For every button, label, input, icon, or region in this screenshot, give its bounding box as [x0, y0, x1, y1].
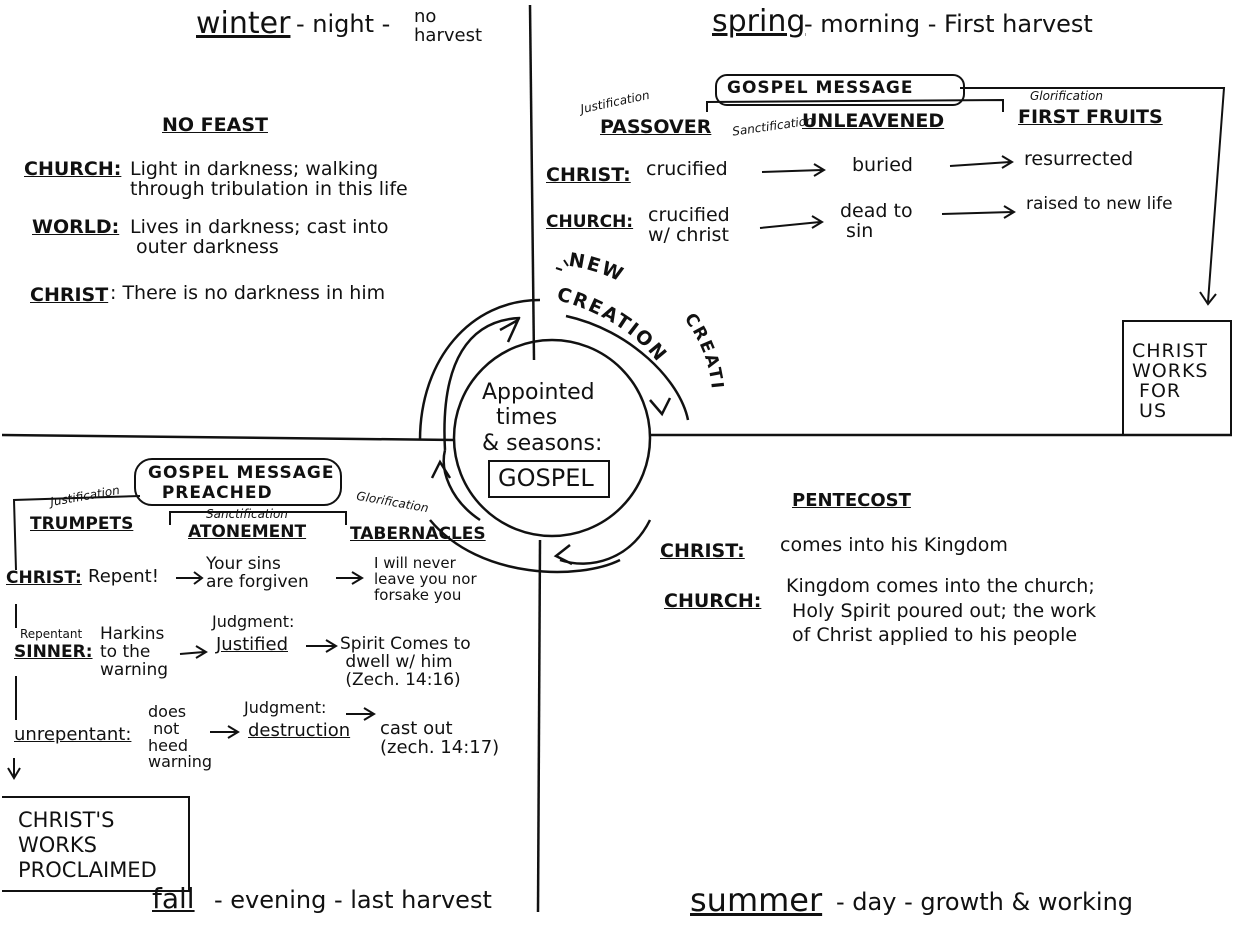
cycle-arc-outer: [442, 314, 690, 565]
spring-church-dead: dead to sin: [840, 200, 913, 242]
spring-gospel-message-box: GOSPEL MESSAGE: [715, 74, 965, 106]
fall-sinner-label: SINNER:: [14, 642, 93, 662]
fall-unrepentant-cast-out: cast out (zech. 14:17): [380, 718, 500, 758]
new-creation-rays: [555, 255, 575, 271]
summer-church-label: CHURCH:: [664, 590, 762, 612]
summer-season-title: summer: [690, 881, 823, 919]
summer-church-text: Kingdom comes into the church; Holy Spir…: [786, 575, 1097, 647]
fall-bracket: [169, 511, 347, 525]
christ-works-for-us-text: CHRIST WORKS FOR US: [1132, 340, 1209, 422]
arrow-judgment-castout: [346, 707, 376, 721]
fall-trumpets: TRUMPETS: [30, 514, 134, 534]
horizontal-axis-left: [1, 433, 456, 442]
summer-christ-label: CHRIST:: [660, 540, 745, 562]
arrow-left: [430, 459, 452, 479]
winter-feast: NO FEAST: [162, 114, 268, 136]
arrow-justified-spirit: [306, 639, 338, 653]
arrow-forgiven-never: [336, 571, 364, 585]
arrow-buried-resurrected: [949, 155, 1014, 169]
fall-gospel-message-box: GOSPEL MESSAGE PREACHED: [134, 458, 342, 506]
spring-christ-buried: buried: [852, 154, 913, 176]
fall-sinner-harkins: Harkins to the warning: [100, 624, 169, 680]
spring-unleavened: UNLEAVENED: [802, 110, 945, 132]
winter-christ-text: : There is no darkness in him: [110, 282, 386, 304]
arrow-crucified-buried: [761, 163, 826, 177]
summer-christ-text: comes into his Kingdom: [780, 534, 1008, 556]
vertical-axis-top: [528, 4, 536, 361]
spring-passover: PASSOVER: [600, 116, 712, 138]
cycle-arc-third: [429, 519, 621, 574]
fall-season-title: fall: [152, 882, 195, 915]
fall-christ-never-leave: I will never leave you nor forsake you: [374, 554, 477, 604]
fall-unrepentant-destruction: destruction: [248, 720, 351, 741]
arrow-top-left: [499, 317, 521, 343]
winter-world-text: Lives in darkness; cast into outer darkn…: [130, 216, 389, 258]
arrow-heed-destruction: [210, 725, 240, 739]
arrow-repent-forgiven: [176, 571, 204, 585]
winter-time: - night -: [296, 10, 391, 38]
fall-sinner-spirit: Spirit Comes to dwell w/ him (Zech. 14:1…: [340, 634, 471, 690]
spring-church-label: CHURCH:: [546, 212, 634, 232]
fall-atonement: ATONEMENT: [188, 522, 307, 542]
spring-church-crucified: crucified w/ christ: [648, 204, 730, 246]
fall-left-down-3: [7, 758, 21, 780]
winter-church-label: CHURCH:: [24, 158, 122, 180]
summer-feast: PENTECOST: [792, 490, 911, 511]
fall-sanctification: Sanctification: [206, 507, 288, 521]
arrow-right: [649, 397, 672, 417]
christs-works-proclaimed-box: CHRIST'S WORKS PROCLAIMED: [2, 796, 190, 892]
spring-time: - morning - First harvest: [804, 10, 1093, 38]
spring-gospel-message: GOSPEL MESSAGE: [727, 78, 914, 98]
center-circle-inner: [452, 338, 652, 538]
fall-sinner-justified: Justified: [216, 634, 288, 655]
arrow-crucified-dead: [759, 215, 824, 229]
spring-glorification: Glorification: [1030, 89, 1103, 103]
arrow-harkins-justified: [179, 645, 208, 659]
winter-harvest: no harvest: [414, 6, 483, 46]
new-creation-label-1: NEW: [567, 249, 628, 287]
fall-gospel-message: GOSPEL MESSAGE PREACHED: [148, 463, 335, 503]
winter-christ-label: CHRIST: [30, 284, 109, 306]
vertical-axis-bottom: [536, 539, 542, 913]
christ-works-for-us-box: CHRIST WORKS FOR US: [1122, 320, 1232, 436]
winter-church-text: Light in darkness; walking through tribu…: [130, 158, 408, 200]
spring-christ-resurrected: resurrected: [1024, 148, 1134, 170]
fall-christ-forgiven: Your sins are forgiven: [206, 554, 309, 592]
christs-works-proclaimed-text: CHRIST'S WORKS PROCLAIMED: [18, 808, 157, 883]
spring-first-fruits: FIRST FRUITS: [1018, 106, 1163, 128]
fall-unrepentant-heed: does not heed warning: [148, 702, 213, 772]
spring-line-to-works: [960, 87, 1226, 303]
gospel-box: GOSPEL: [488, 460, 610, 498]
fall-christ-label: CHRIST:: [6, 568, 82, 588]
spring-church-raised: raised to new life: [1026, 194, 1173, 214]
fall-christ-repent: Repent!: [88, 566, 159, 587]
winter-world-label: WORLD:: [32, 216, 120, 238]
fall-repentant: Repentant: [20, 627, 83, 641]
spring-bracket: [706, 98, 1004, 112]
cycle-arc-second: [418, 298, 541, 441]
summer-time: - day - growth & working: [836, 888, 1134, 916]
fall-judgment-2: Judgment:: [244, 698, 327, 717]
spring-arrow-head: [1199, 291, 1217, 306]
fall-unrepentant-label: unrepentant:: [14, 724, 132, 745]
arrow-dead-raised: [941, 205, 1016, 219]
spring-christ-crucified: crucified: [646, 158, 728, 180]
fall-judgment-1: Judgment:: [212, 612, 295, 631]
gospel-label: GOSPEL: [498, 464, 594, 492]
appointed-times-text: Appointed times & seasons:: [482, 380, 603, 456]
fall-left-line: [12, 495, 141, 571]
fall-tabernacles: TABERNACLES: [350, 524, 486, 544]
spring-season-title: spring: [712, 4, 806, 39]
spring-christ-label: CHRIST:: [546, 164, 631, 186]
arrow-bottom: [553, 544, 573, 566]
new-creation-label-2: CREATION: [555, 283, 672, 366]
fall-time: - evening - last harvest: [214, 886, 492, 914]
winter-season-title: winter: [196, 6, 291, 41]
